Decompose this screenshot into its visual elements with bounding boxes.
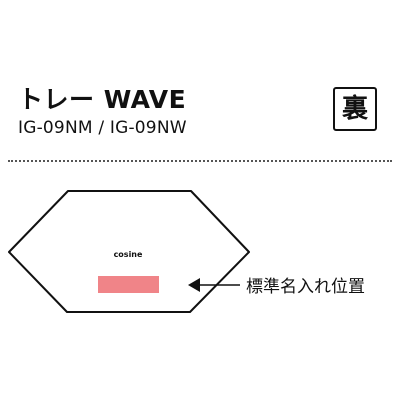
dotted-divider: [8, 160, 392, 162]
engraving-position-label: 標準名入れ位置: [246, 277, 365, 297]
back-side-badge: 裏: [333, 87, 377, 131]
brand-logo-text: cosine: [114, 250, 143, 259]
callout-arrowhead: [188, 278, 200, 292]
product-title: トレー WAVE: [18, 85, 187, 114]
tray-outline: [8, 190, 250, 313]
model-numbers: IG-09NM / IG-09NW: [18, 118, 187, 138]
engraving-area: [98, 276, 159, 293]
